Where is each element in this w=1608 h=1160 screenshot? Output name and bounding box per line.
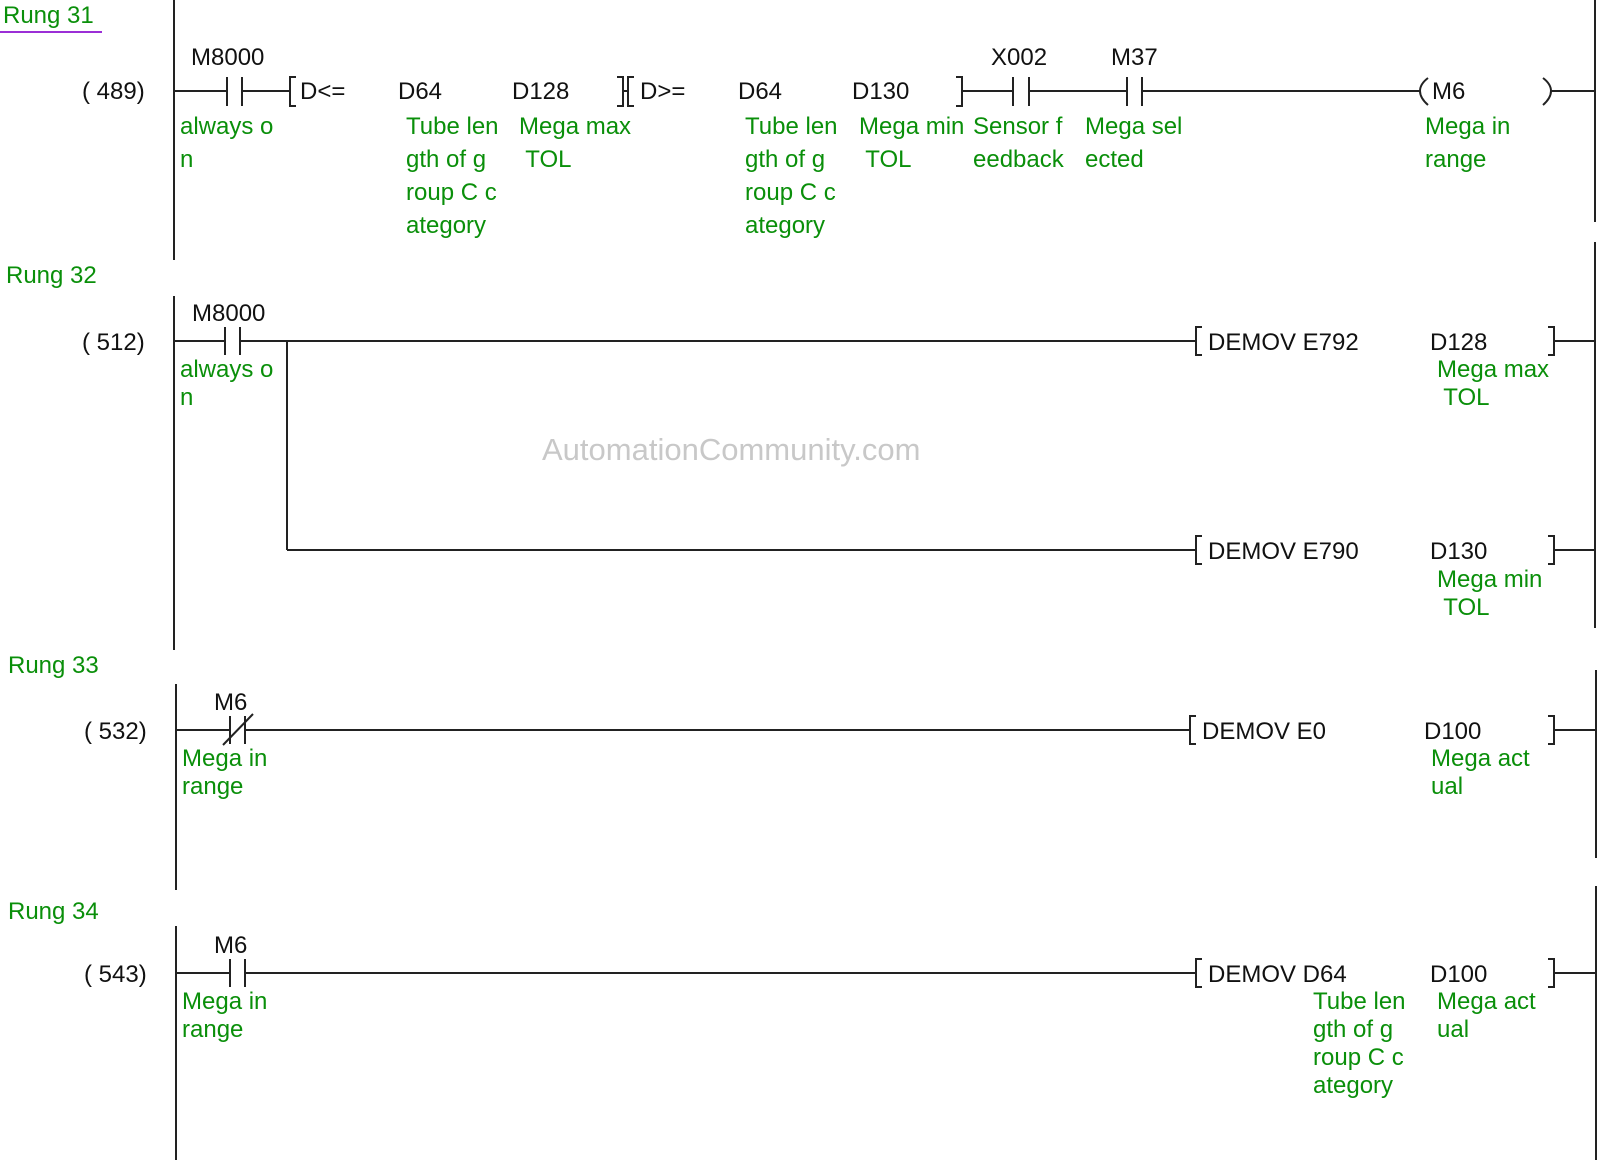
normally-open-contact-icon[interactable]	[225, 958, 251, 990]
compare-operand: D130	[852, 78, 910, 105]
device-comment: Mega max TOL	[1437, 356, 1550, 411]
instruction-mnemonic[interactable]: DEMOV D64	[1208, 961, 1347, 988]
device-comment: Mega in range	[1425, 113, 1511, 173]
normally-open-contact-icon[interactable]	[1122, 76, 1148, 108]
compare-operator[interactable]: D<=	[300, 78, 346, 105]
device-comment: Tube len gth of g roup C c ategory	[1313, 988, 1406, 1099]
instruction-destination: D128	[1430, 329, 1488, 356]
device-comment: Mega act ual	[1437, 988, 1536, 1043]
watermark: AutomationCommunity.com	[542, 432, 921, 467]
device-comment: Mega in range	[182, 745, 268, 800]
instruction-mnemonic[interactable]: DEMOV E792	[1208, 329, 1359, 356]
device-comment: Tube len gth of g roup C c ategory	[406, 113, 499, 239]
contact-device-label: M8000	[191, 44, 265, 71]
compare-operand: D128	[512, 78, 570, 105]
normally-closed-contact-icon[interactable]	[222, 714, 254, 746]
device-comment: Tube len gth of g roup C c ategory	[745, 113, 838, 239]
device-comment: Mega in range	[182, 988, 268, 1043]
contact-device-label: M6	[214, 689, 248, 716]
rung-selection-underline	[0, 31, 102, 33]
instruction-destination: D100	[1424, 718, 1482, 745]
compare-operator[interactable]: D>=	[640, 78, 686, 105]
device-comment: Sensor f eedback	[973, 113, 1064, 173]
rung-label[interactable]: Rung 32	[6, 262, 97, 289]
contact-device-label: M37	[1111, 44, 1158, 71]
device-comment: Mega max TOL	[519, 113, 632, 173]
step-number: ( 512)	[82, 329, 145, 356]
instruction-mnemonic[interactable]: DEMOV E790	[1208, 538, 1359, 565]
rung-label[interactable]: Rung 34	[8, 898, 99, 925]
contact-device-label: M6	[214, 932, 248, 959]
device-comment: Mega act ual	[1431, 745, 1530, 800]
contact-device-label: X002	[991, 44, 1048, 71]
compare-operand: D64	[738, 78, 783, 105]
rung-label[interactable]: Rung 31	[3, 2, 94, 29]
normally-open-contact-icon[interactable]	[220, 326, 246, 358]
device-comment: Mega min TOL	[1437, 566, 1543, 621]
device-comment: always o n	[180, 113, 274, 173]
rung-label[interactable]: Rung 33	[8, 652, 99, 679]
step-number: ( 532)	[84, 718, 147, 745]
device-comment: Mega sel ected	[1085, 113, 1183, 173]
instruction-destination: D100	[1430, 961, 1488, 988]
device-comment: always o n	[180, 356, 274, 411]
compare-operand: D64	[398, 78, 443, 105]
device-comment: Mega min TOL	[859, 113, 965, 173]
instruction-mnemonic[interactable]: DEMOV E0	[1202, 718, 1327, 745]
step-number: ( 489)	[82, 78, 145, 105]
instruction-destination: D130	[1430, 538, 1488, 565]
normally-open-contact-icon[interactable]	[222, 76, 248, 108]
coil-device-label: M6	[1432, 78, 1466, 105]
normally-open-contact-icon[interactable]	[1008, 76, 1034, 108]
contact-device-label: M8000	[192, 300, 266, 327]
step-number: ( 543)	[84, 961, 147, 988]
